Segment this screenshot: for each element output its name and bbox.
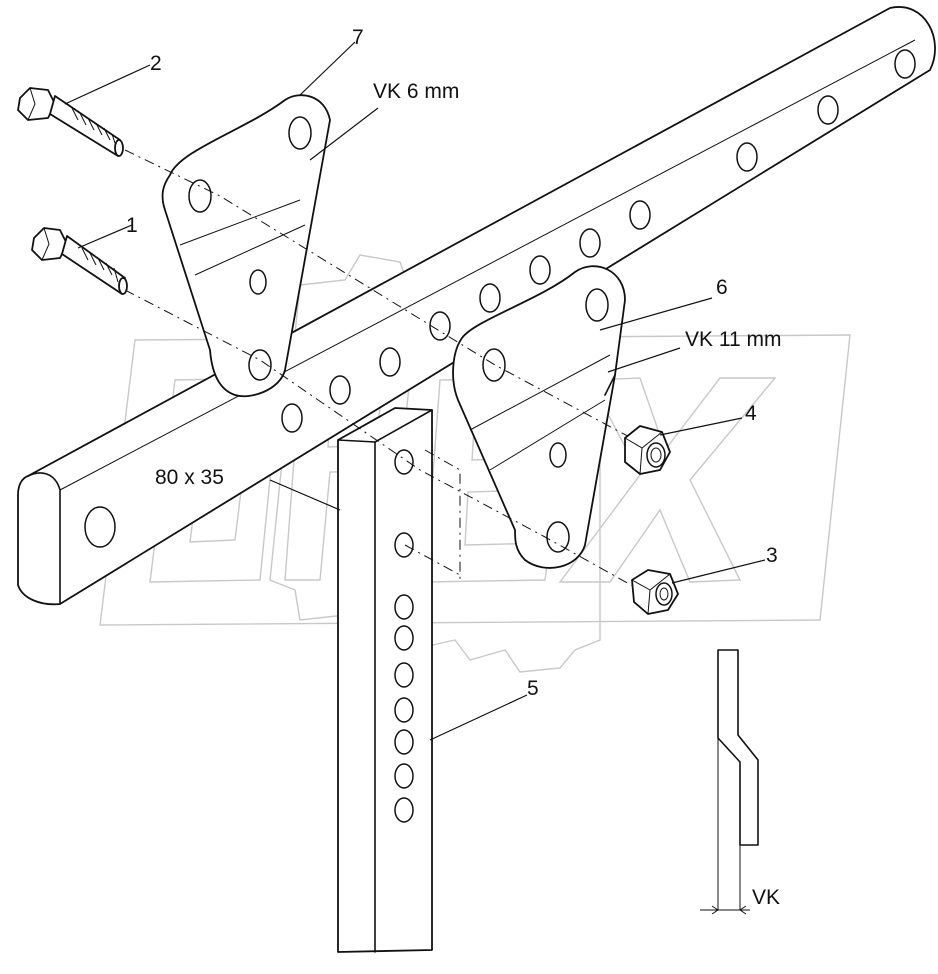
tine-5 <box>337 407 433 953</box>
plate-hole <box>288 116 312 150</box>
nut-3 <box>631 569 679 615</box>
vk11-annotation: VK 11 mm <box>685 328 781 351</box>
plate-7 <box>161 94 331 398</box>
tine-hole <box>394 662 414 688</box>
part-label-5: 5 <box>527 677 539 700</box>
beam-hole <box>281 403 303 433</box>
tine-hole <box>394 594 414 620</box>
beam-hole <box>579 228 601 258</box>
beam-hole <box>529 255 551 285</box>
tine-hole <box>394 729 414 755</box>
plate-hole <box>549 442 567 468</box>
plate-hole <box>482 348 506 382</box>
center-lines <box>124 149 641 591</box>
part-label-4: 4 <box>745 402 757 425</box>
tine-hole <box>394 625 414 651</box>
plate-hole <box>249 269 267 295</box>
plate-hole <box>546 521 570 553</box>
beam-hole <box>817 95 839 125</box>
main-beam <box>17 6 936 606</box>
nut-4 <box>624 425 671 475</box>
part-label-1: 1 <box>126 214 138 237</box>
vk-detail <box>700 649 759 915</box>
tine-hole <box>394 763 414 789</box>
tine-hole <box>394 697 414 723</box>
tine-hole <box>394 532 414 558</box>
beam-hole <box>629 200 651 230</box>
beam-hole <box>894 49 916 79</box>
beam-hole <box>429 311 451 341</box>
bolt-1 <box>31 227 128 295</box>
leader-lines <box>64 41 766 741</box>
beam-hole <box>736 142 758 172</box>
part-label-6: 6 <box>716 276 728 299</box>
part-label-7: 7 <box>352 26 364 49</box>
plate-6 <box>452 265 626 569</box>
tine-hole <box>394 449 414 475</box>
beam-hole <box>329 375 351 405</box>
tine-hole <box>394 797 414 823</box>
bolt-2 <box>17 87 124 157</box>
part-label-3: 3 <box>766 544 778 567</box>
beam-size-annotation: 80 x 35 <box>155 466 224 489</box>
vk6-annotation: VK 6 mm <box>373 80 459 103</box>
plate-hole <box>188 179 212 213</box>
part-label-2: 2 <box>150 52 162 75</box>
beam-hole <box>84 506 116 548</box>
plate-hole <box>585 288 609 322</box>
beam-hole <box>379 347 401 377</box>
beam-hole <box>479 283 501 313</box>
plate-hole <box>248 349 272 381</box>
vk-detail-label: VK <box>752 886 780 909</box>
